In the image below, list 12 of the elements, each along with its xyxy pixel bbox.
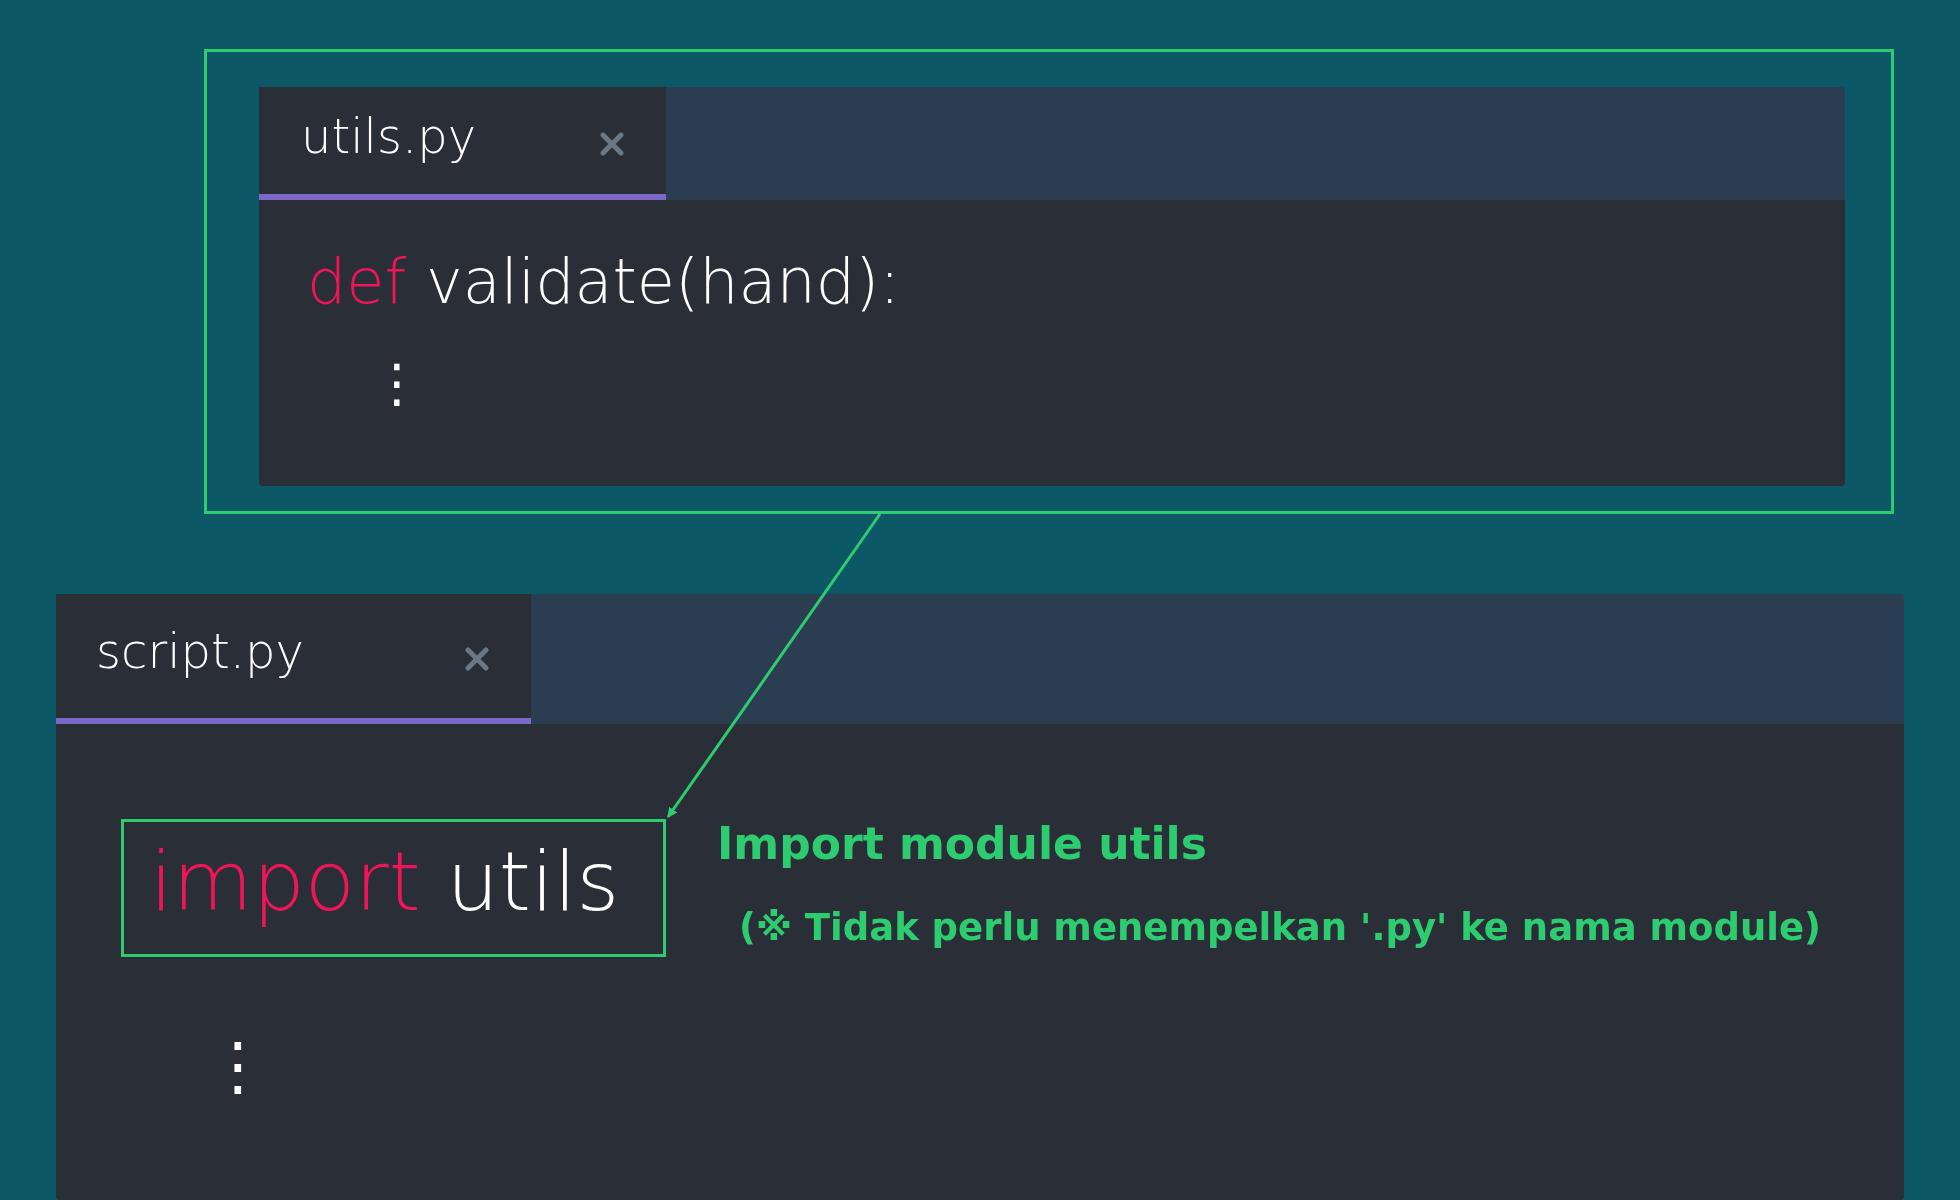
ellipsis-mark: ⋮ [206,1034,270,1098]
tab-title: utils.py [301,107,477,164]
code-editor-panel [56,594,1904,1200]
code-line: import utils [150,834,620,929]
highlight-frame [204,49,1894,514]
code-editor-panel [259,87,1845,486]
ellipsis-mark: ⋮ [371,357,423,409]
annotation-text: Import module utils [717,818,1207,869]
code-line: def validate(hand): [307,245,901,318]
arrow [666,513,882,818]
tab-title: script.py [96,623,304,679]
annotation-text: (※ Tidak perlu menempelkan '.py' ke nama module) [739,906,1822,949]
